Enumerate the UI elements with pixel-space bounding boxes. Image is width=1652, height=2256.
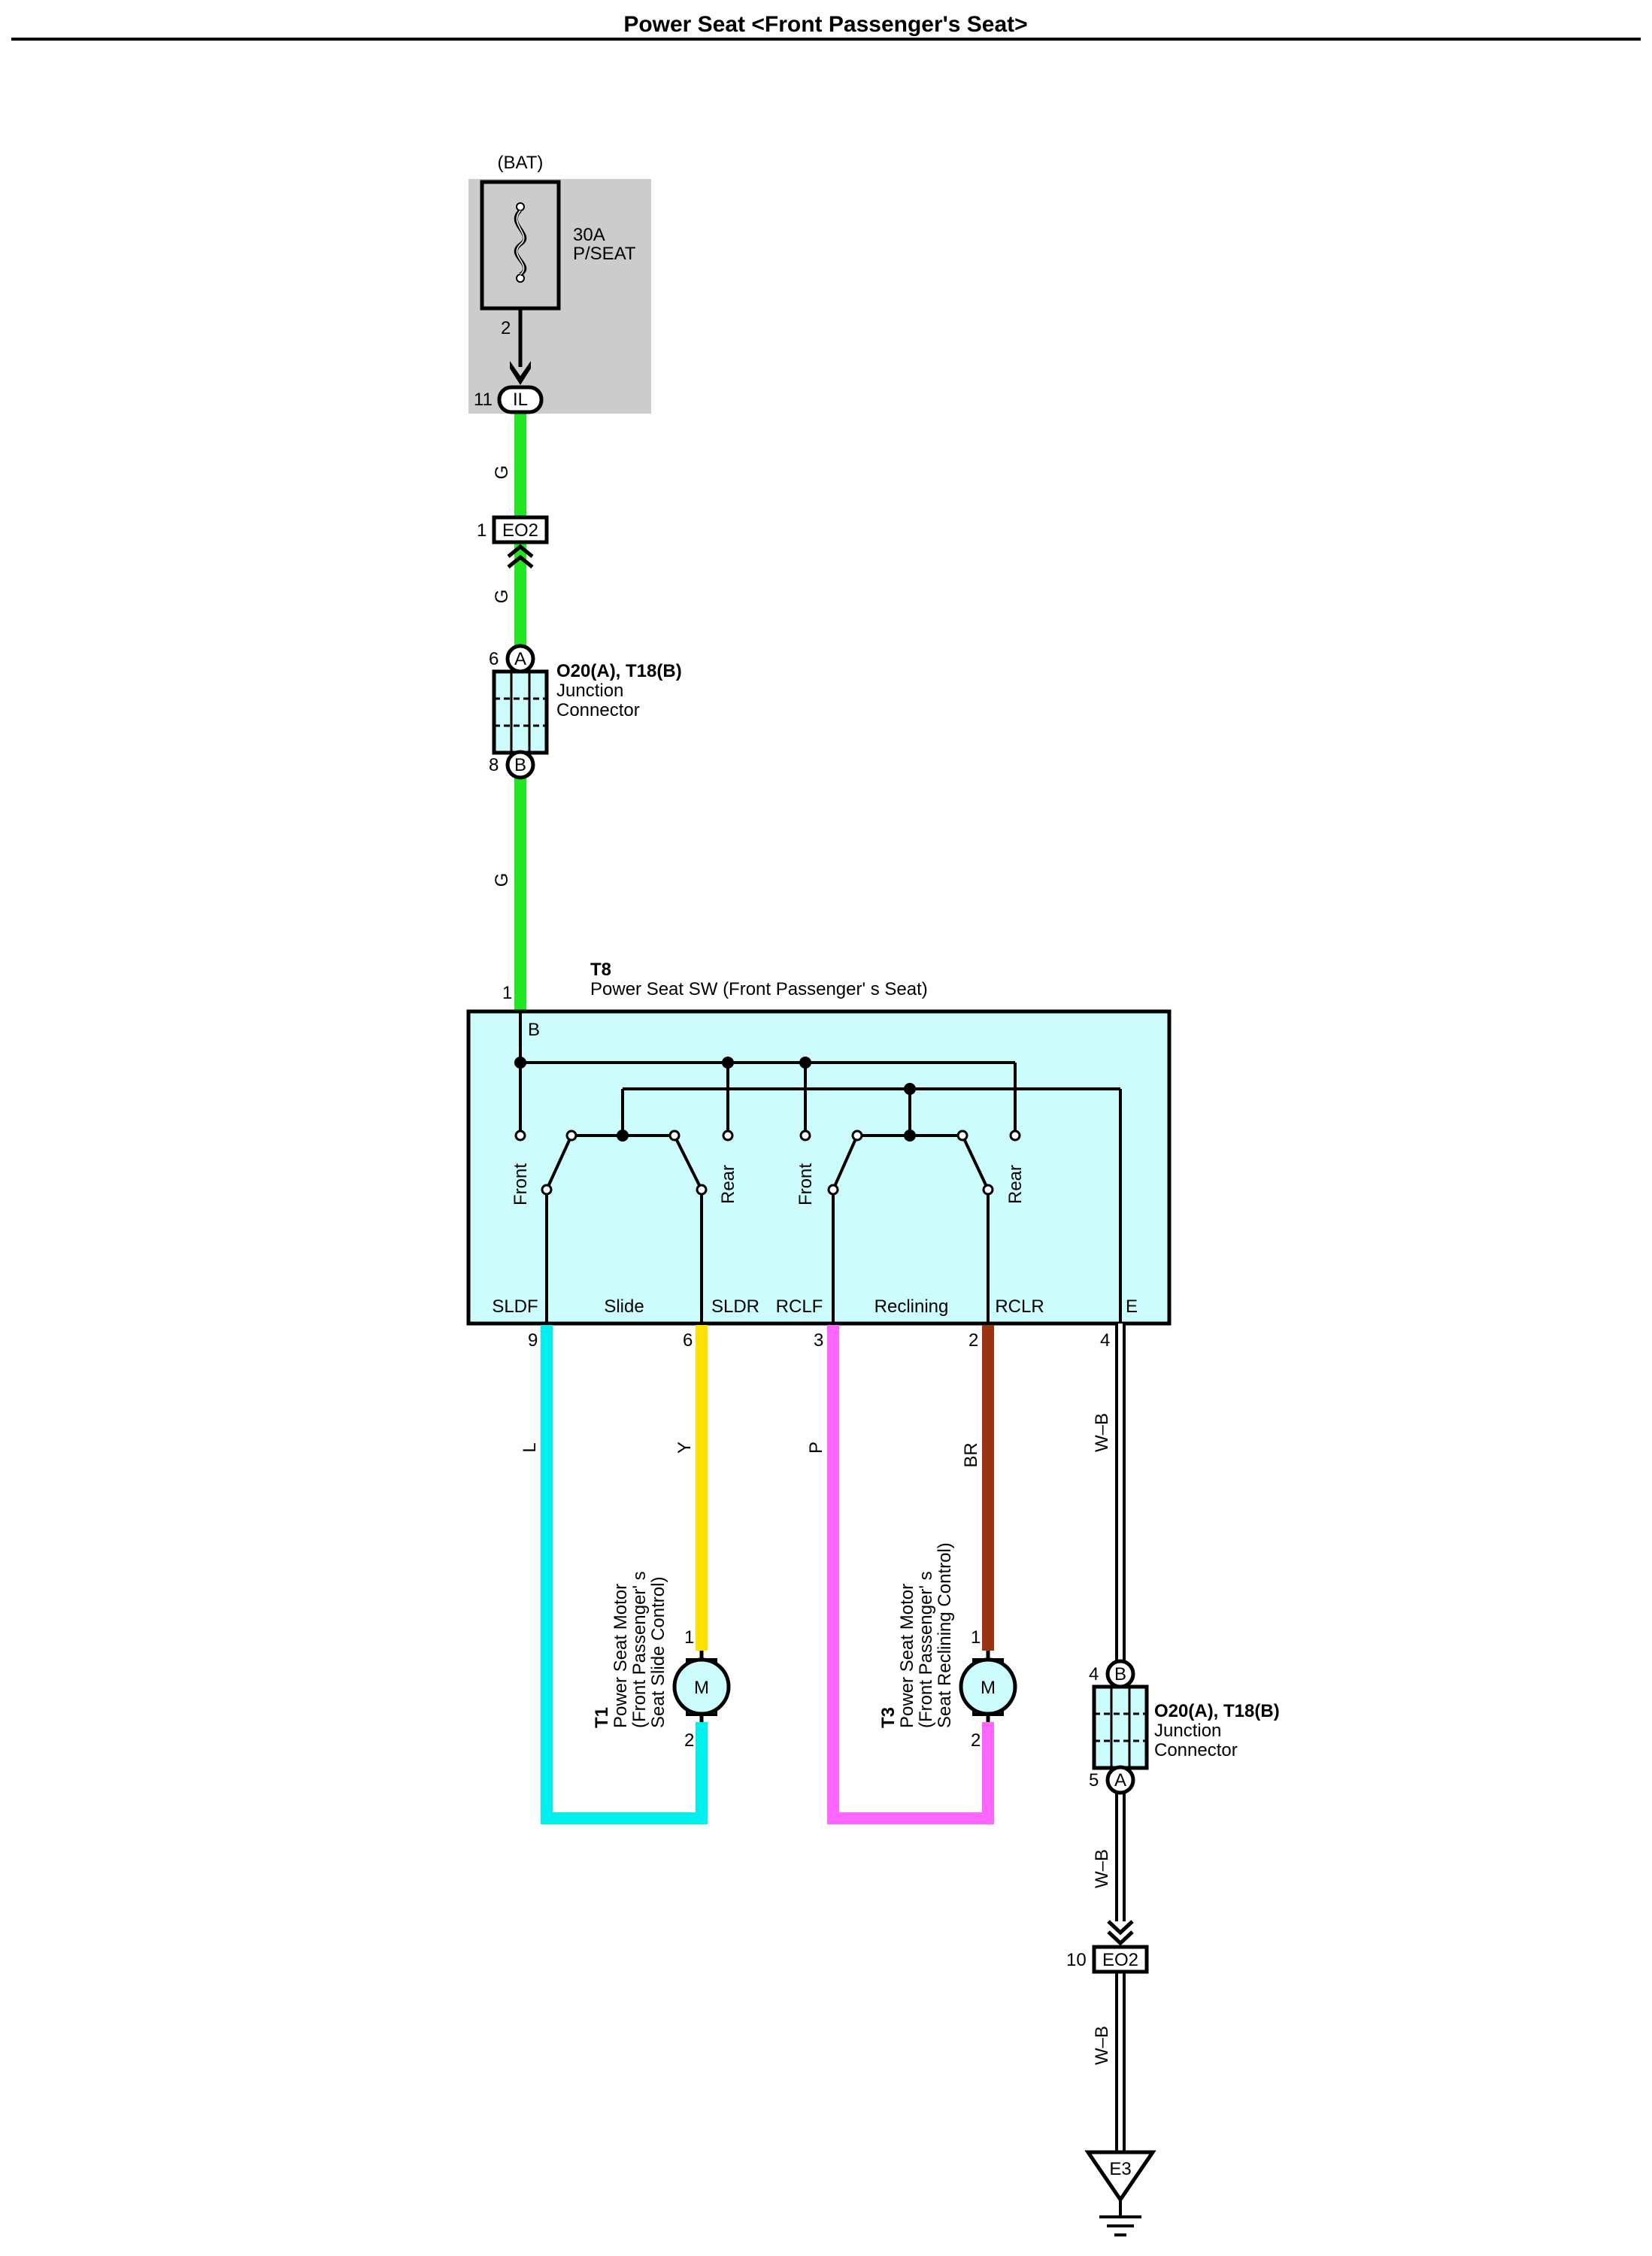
terminal-sldf: SLDF [492, 1296, 538, 1317]
junction-top-letter-a: A [514, 649, 526, 669]
ground-symbol-icon [1099, 2200, 1141, 2236]
diagram-title: Power Seat <Front Passenger's Seat> [623, 12, 1027, 37]
motor-t1-pin2: 2 [684, 1730, 694, 1751]
reclining-section-label: Reclining [874, 1296, 949, 1317]
junction-bottom-letter-a: A [1114, 1770, 1126, 1791]
wire-y-label: Y [674, 1442, 695, 1454]
terminal-sldr: SLDR [711, 1296, 759, 1317]
motor-t3 [959, 1651, 1017, 1722]
reclining-rear-label: Rear [1005, 1165, 1026, 1204]
terminal-sldr-pin: 6 [683, 1330, 693, 1351]
switch-junction-dots [514, 1057, 916, 1142]
junction-connector-top [492, 669, 549, 755]
wire-br-label: BR [961, 1442, 981, 1467]
ground-point-icon [1084, 2150, 1156, 2203]
terminal-rclr-pin: 2 [968, 1330, 978, 1351]
junction-bottom-pin-b [1105, 1659, 1135, 1689]
wire-l-label: L [520, 1442, 540, 1452]
connector-eo2-top-pin: 1 [477, 520, 487, 541]
motor-t1-line3: Seat Slide Control) [648, 1577, 668, 1728]
junction-top-desc2: Connector [556, 700, 640, 720]
connector-eo2-bottom [1092, 1945, 1149, 1974]
wire-g-label-3: G [492, 873, 512, 887]
fuse-rating: 30A [573, 225, 605, 245]
junction-top-id: O20(A), T18(B) [556, 661, 682, 681]
wire-p-label: P [806, 1442, 826, 1454]
junction-top-pin-b-number: 8 [489, 755, 499, 775]
switch-id: T8 [590, 960, 611, 980]
junction-bottom-letter-b: B [1114, 1664, 1126, 1684]
wire-l [541, 1325, 708, 1824]
male-terminal-icon [507, 544, 534, 569]
junction-connector-bottom-grid [1094, 1687, 1147, 1768]
reclining-front-label: Front [796, 1163, 816, 1205]
motor-t3-id: T3 [878, 1707, 899, 1728]
motor-t1 [672, 1651, 731, 1722]
switch-terminal-b: B [528, 1020, 540, 1040]
wire-wb-label-3: W–B [1092, 2026, 1112, 2065]
junction-bottom-pin-a [1105, 1765, 1135, 1795]
junction-bottom-pin-a-number: 5 [1089, 1770, 1099, 1791]
wire-wb-label-2: W–B [1092, 1849, 1112, 1888]
male-terminal-down-icon [1107, 1920, 1134, 1946]
wire-p [827, 1325, 994, 1824]
motor-t1-line1: Power Seat Motor [611, 1584, 631, 1728]
junction-bottom-desc1: Junction [1154, 1721, 1221, 1741]
motor-t3-icon [959, 1657, 1017, 1716]
power-seat-switch [466, 1009, 1172, 1326]
connector-il-pin: 11 [474, 390, 493, 410]
fuse-icon [514, 202, 527, 283]
motor-t1-icon [672, 1657, 731, 1716]
junction-top-pin-a [505, 644, 535, 674]
junction-bottom-pin-b-number: 4 [1089, 1664, 1099, 1684]
junction-top-letter-b: B [514, 755, 526, 775]
switch-contacts [514, 1130, 1021, 1196]
terminal-rclf: RCLF [776, 1296, 823, 1317]
wire-g-label-1: G [492, 465, 512, 480]
slide-rear-label: Rear [718, 1165, 738, 1204]
motor-t3-symbol: M [981, 1678, 996, 1698]
junction-top-desc1: Junction [556, 681, 623, 701]
motor-t3-line2: (Front Passenger' s [916, 1571, 936, 1728]
terminal-rclf-pin: 3 [814, 1330, 823, 1351]
motor-t3-pin1: 1 [971, 1627, 981, 1648]
fuse-pin: 2 [501, 318, 511, 338]
motor-t3-line3: Seat Reclining Control) [935, 1542, 955, 1728]
switch-pin-in: 1 [502, 983, 512, 1003]
junction-top-pin-a-number: 6 [489, 649, 499, 669]
switch-name: Power Seat SW (Front Passenger' s Seat) [590, 979, 928, 999]
junction-connector-top-grid [494, 672, 547, 753]
connector-eo2-top [492, 515, 549, 544]
connector-eo2-bottom-pin: 10 [1066, 1950, 1087, 1970]
connector-eo2-bottom-label: EO2 [1102, 1950, 1138, 1970]
slide-front-label: Front [511, 1163, 531, 1205]
junction-bottom-id: O20(A), T18(B) [1154, 1701, 1280, 1721]
motor-t3-pin2: 2 [971, 1730, 981, 1751]
wire-wb-label-1: W–B [1092, 1413, 1112, 1452]
slide-section-label: Slide [604, 1296, 644, 1317]
wire-g-label-2: G [492, 590, 512, 604]
junction-connector-bottom [1092, 1684, 1149, 1770]
terminal-rclr: RCLR [995, 1296, 1044, 1317]
motor-t1-id: T1 [592, 1707, 612, 1728]
terminal-e: E [1126, 1296, 1138, 1317]
female-terminal-icon [510, 361, 531, 385]
connector-il-label: IL [513, 390, 528, 410]
motor-t1-line2: (Front Passenger' s [629, 1571, 650, 1728]
terminal-e-pin: 4 [1100, 1330, 1110, 1351]
terminal-sldf-pin: 9 [528, 1330, 538, 1351]
junction-top-pin-b [505, 750, 535, 780]
motor-t1-symbol: M [694, 1678, 709, 1698]
ground-label: E3 [1109, 2159, 1131, 2179]
connector-il [497, 385, 544, 414]
connector-eo2-top-label: EO2 [502, 520, 538, 541]
fuse-name: P/SEAT [573, 244, 636, 264]
motor-t1-pin1: 1 [684, 1627, 694, 1648]
junction-bottom-desc2: Connector [1154, 1740, 1238, 1760]
fuse-source-label: (BAT) [498, 153, 544, 173]
motor-t3-line1: Power Seat Motor [897, 1584, 917, 1728]
